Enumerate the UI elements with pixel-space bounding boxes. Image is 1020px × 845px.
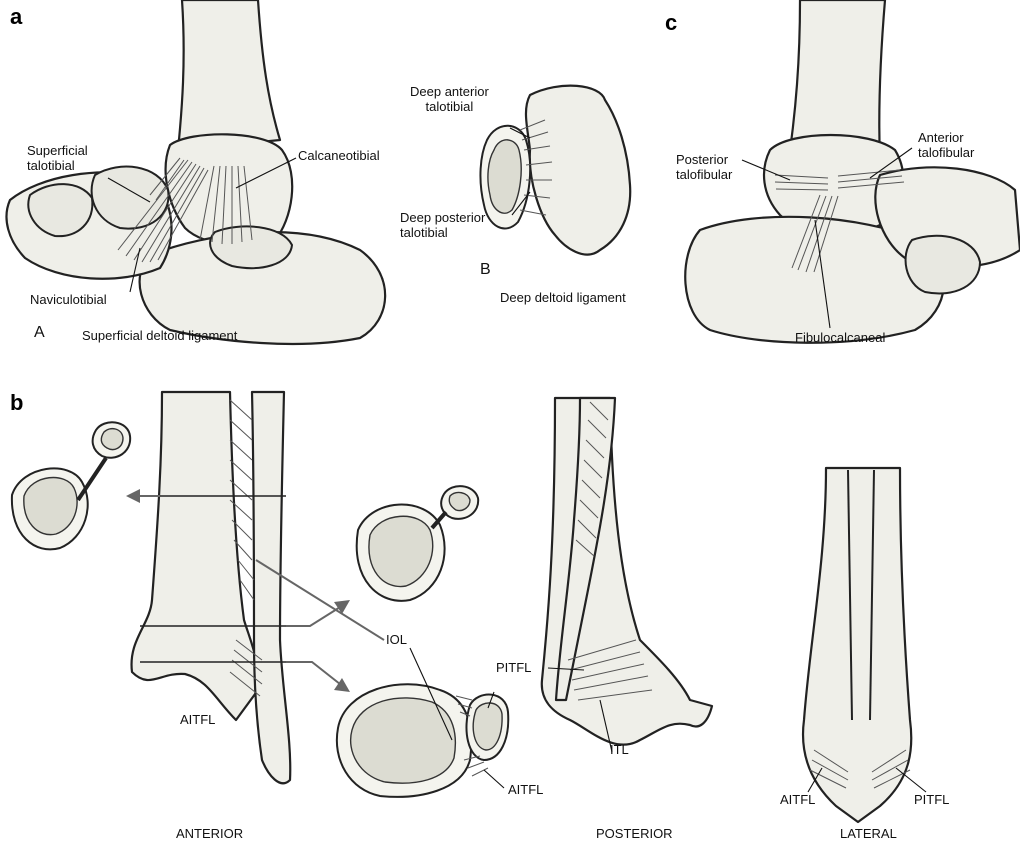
label-aitfl-lateral: AITFL <box>780 792 815 807</box>
label-pitfl-lateral: PITFL <box>914 792 949 807</box>
label-itl: ITL <box>610 742 629 757</box>
lateral-fibula <box>803 468 911 822</box>
tibia-cancellous-deep <box>488 140 521 213</box>
panel-c-drawing <box>685 0 1020 343</box>
label-deep-anterior-talotibial: Deep anterior talotibial <box>410 84 489 114</box>
label-naviculotibial: Naviculotibial <box>30 292 107 307</box>
arrow-to-mid-section <box>286 604 345 626</box>
panel-a-deep-drawing <box>480 86 630 255</box>
navicular <box>92 167 169 229</box>
arrow-to-distal-section <box>286 662 345 688</box>
panel-b-drawing <box>12 392 926 822</box>
panel-letter-a: a <box>10 4 22 30</box>
label-aitfl-cross-section: AITFL <box>508 782 543 797</box>
label-posterior-talofibular: Posterior talofibular <box>676 152 732 182</box>
panel-letter-c: c <box>665 10 677 36</box>
caption-deep-deltoid: Deep deltoid ligament <box>500 290 626 305</box>
label-aitfl-anterior: AITFL <box>180 712 215 727</box>
tibia-shaft <box>178 0 280 150</box>
label-fibulocalcaneal: Fibulocalcaneal <box>795 330 885 345</box>
panel-letter-b: b <box>10 390 23 416</box>
caption-posterior: POSTERIOR <box>596 826 673 841</box>
sublabel-B: B <box>480 262 491 277</box>
label-superficial-talotibial: Superficial talotibial <box>27 143 88 173</box>
leader-aitfl-section <box>484 770 504 788</box>
caption-anterior: ANTERIOR <box>176 826 243 841</box>
label-pitfl-center: PITFL <box>496 660 531 675</box>
anterior-tibia <box>132 392 259 720</box>
label-iol: IOL <box>386 632 407 647</box>
caption-superficial-deltoid: Superficial deltoid ligament <box>82 328 237 343</box>
cuboid-lateral <box>906 236 980 294</box>
label-anterior-talofibular: Anterior talofibular <box>918 130 974 160</box>
caption-lateral: LATERAL <box>840 826 897 841</box>
label-deep-posterior-talotibial: Deep posterior talotibial <box>400 210 485 240</box>
anterior-fibula <box>252 392 290 783</box>
sublabel-A: A <box>34 325 45 340</box>
talus-deep <box>526 86 630 255</box>
cross-section-proximal-tibia-marrow <box>24 478 77 535</box>
label-calcaneotibial: Calcaneotibial <box>298 148 380 163</box>
